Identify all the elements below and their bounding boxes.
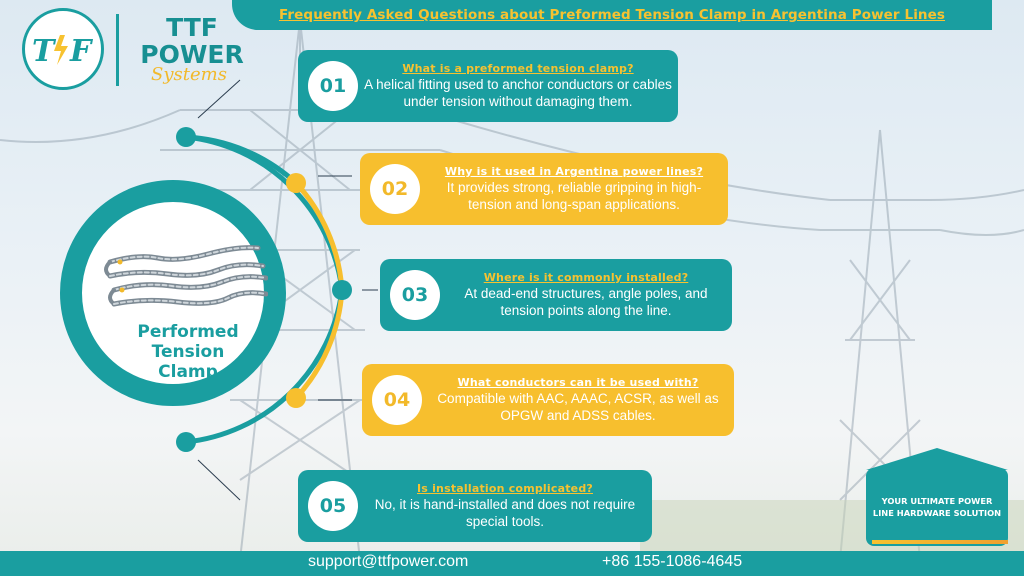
faq-text: Where is it commonly installed? At dead-… <box>440 271 732 319</box>
faq-question: What is a preformed tension clamp? <box>402 62 634 75</box>
faq-text: Why is it used in Argentina power lines?… <box>420 165 728 213</box>
top-banner: Frequently Asked Questions about Preform… <box>232 0 992 30</box>
center-label-line3: Clamp <box>158 362 218 382</box>
faq-number: 04 <box>372 375 422 425</box>
contact-phone[interactable]: +86 155-1086-4645 <box>602 553 743 570</box>
slogan-accent-bar <box>872 540 1008 544</box>
svg-text:T: T <box>32 34 57 69</box>
brand-name: TTF POWER <box>132 14 252 68</box>
center-label: Performed Tension Clamp <box>108 322 268 382</box>
slogan-text: YOUR ULTIMATE POWER LINE HARDWARE SOLUTI… <box>872 496 1002 518</box>
bottom-contact-bar <box>0 551 1024 576</box>
faq-answer: A helical fitting used to anchor conduct… <box>364 77 672 109</box>
faq-question: Why is it used in Argentina power lines? <box>444 165 704 178</box>
faq-answer: At dead-end structures, angle poles, and… <box>464 286 708 318</box>
brand-name-line2: POWER <box>140 40 244 69</box>
brand-logo: T F <box>22 8 104 90</box>
lightning-logo-icon: T F <box>32 34 94 69</box>
faq-text: Is installation complicated? No, it is h… <box>358 482 652 530</box>
tension-clamp-icon <box>104 245 268 307</box>
slogan-roof <box>866 448 1008 470</box>
faq-number: 03 <box>390 270 440 320</box>
faq-answer: Compatible with AAC, AAAC, ACSR, as well… <box>437 391 719 423</box>
faq-number: 01 <box>308 61 358 111</box>
banner-title: Frequently Asked Questions about Preform… <box>278 7 946 23</box>
faq-question: Where is it commonly installed? <box>483 271 689 284</box>
faq-text: What conductors can it be used with? Com… <box>422 376 734 424</box>
center-label-line1: Performed <box>137 322 239 342</box>
brand-script: Systems <box>151 64 227 85</box>
faq-card-02: 02 Why is it used in Argentina power lin… <box>360 153 728 225</box>
faq-card-04: 04 What conductors can it be used with? … <box>362 364 734 436</box>
faq-card-03: 03 Where is it commonly installed? At de… <box>380 259 732 331</box>
brand-name-line1: TTF <box>166 13 218 42</box>
faq-card-05: 05 Is installation complicated? No, it i… <box>298 470 652 542</box>
faq-card-01: 01 What is a preformed tension clamp? A … <box>298 50 678 122</box>
faq-text: What is a preformed tension clamp? A hel… <box>358 62 678 110</box>
faq-question: Is installation complicated? <box>417 482 593 495</box>
faq-number: 05 <box>308 481 358 531</box>
svg-text:F: F <box>69 34 94 69</box>
center-label-line2: Tension <box>151 342 225 362</box>
slogan-badge: YOUR ULTIMATE POWER LINE HARDWARE SOLUTI… <box>866 468 1008 546</box>
logo-divider <box>116 14 119 86</box>
faq-answer: It provides strong, reliable gripping in… <box>446 180 702 212</box>
faq-question: What conductors can it be used with? <box>457 376 699 389</box>
faq-number: 02 <box>370 164 420 214</box>
faq-answer: No, it is hand-installed and does not re… <box>374 497 636 529</box>
contact-email[interactable]: support@ttfpower.com <box>308 553 469 570</box>
